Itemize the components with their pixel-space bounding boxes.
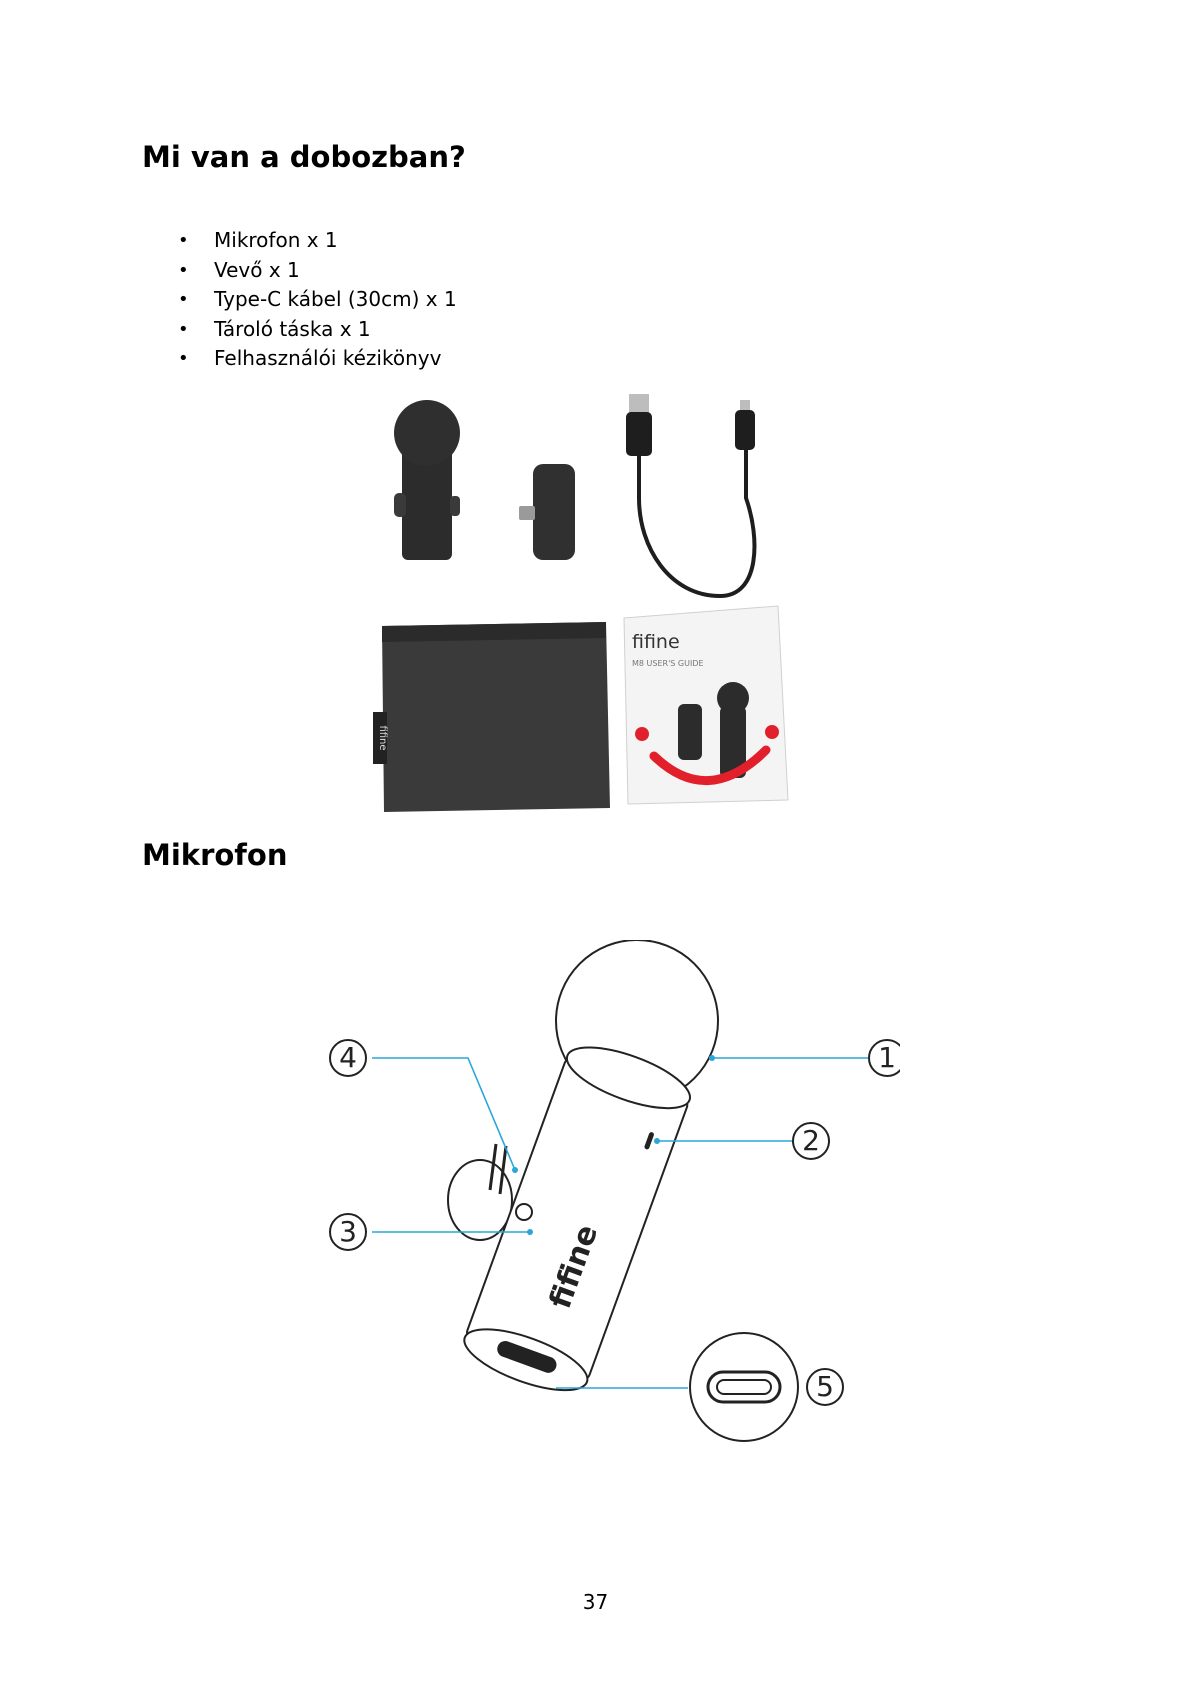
callout-label: 1	[878, 1041, 896, 1074]
section-title-microphone: Mikrofon	[142, 838, 288, 872]
receiver-image	[519, 464, 575, 560]
callout-label: 3	[339, 1215, 357, 1248]
pouch-logo: fifine	[377, 725, 388, 750]
microphone-image	[394, 400, 460, 560]
list-item: Tároló táska x 1	[178, 315, 457, 345]
guide-title: M8 USER'S GUIDE	[632, 659, 704, 668]
list-item: Type-C kábel (30cm) x 1	[178, 285, 457, 315]
callout-label: 5	[816, 1370, 834, 1403]
contents-list: Mikrofon x 1 Vevő x 1 Type-C kábel (30cm…	[178, 226, 457, 374]
list-item: Felhasználói kézikönyv	[178, 344, 457, 374]
list-item: Vevő x 1	[178, 256, 457, 286]
microphone-diagram: fifine 1 2 3 4 5	[320, 940, 900, 1450]
usb-cable-image	[626, 394, 755, 596]
callout-label: 2	[802, 1124, 820, 1157]
page-number: 37	[0, 1590, 1191, 1614]
storage-pouch-image: fifine	[373, 622, 610, 812]
box-contents-photo: fifine fifine M8 USER'S GUIDE	[370, 388, 820, 818]
list-item: Mikrofon x 1	[178, 226, 457, 256]
section-title-contents: Mi van a dobozban?	[142, 140, 466, 174]
guide-brand-logo: fifine	[632, 631, 680, 653]
callout-label: 4	[339, 1041, 357, 1074]
user-guide-image: fifine M8 USER'S GUIDE	[624, 606, 788, 804]
